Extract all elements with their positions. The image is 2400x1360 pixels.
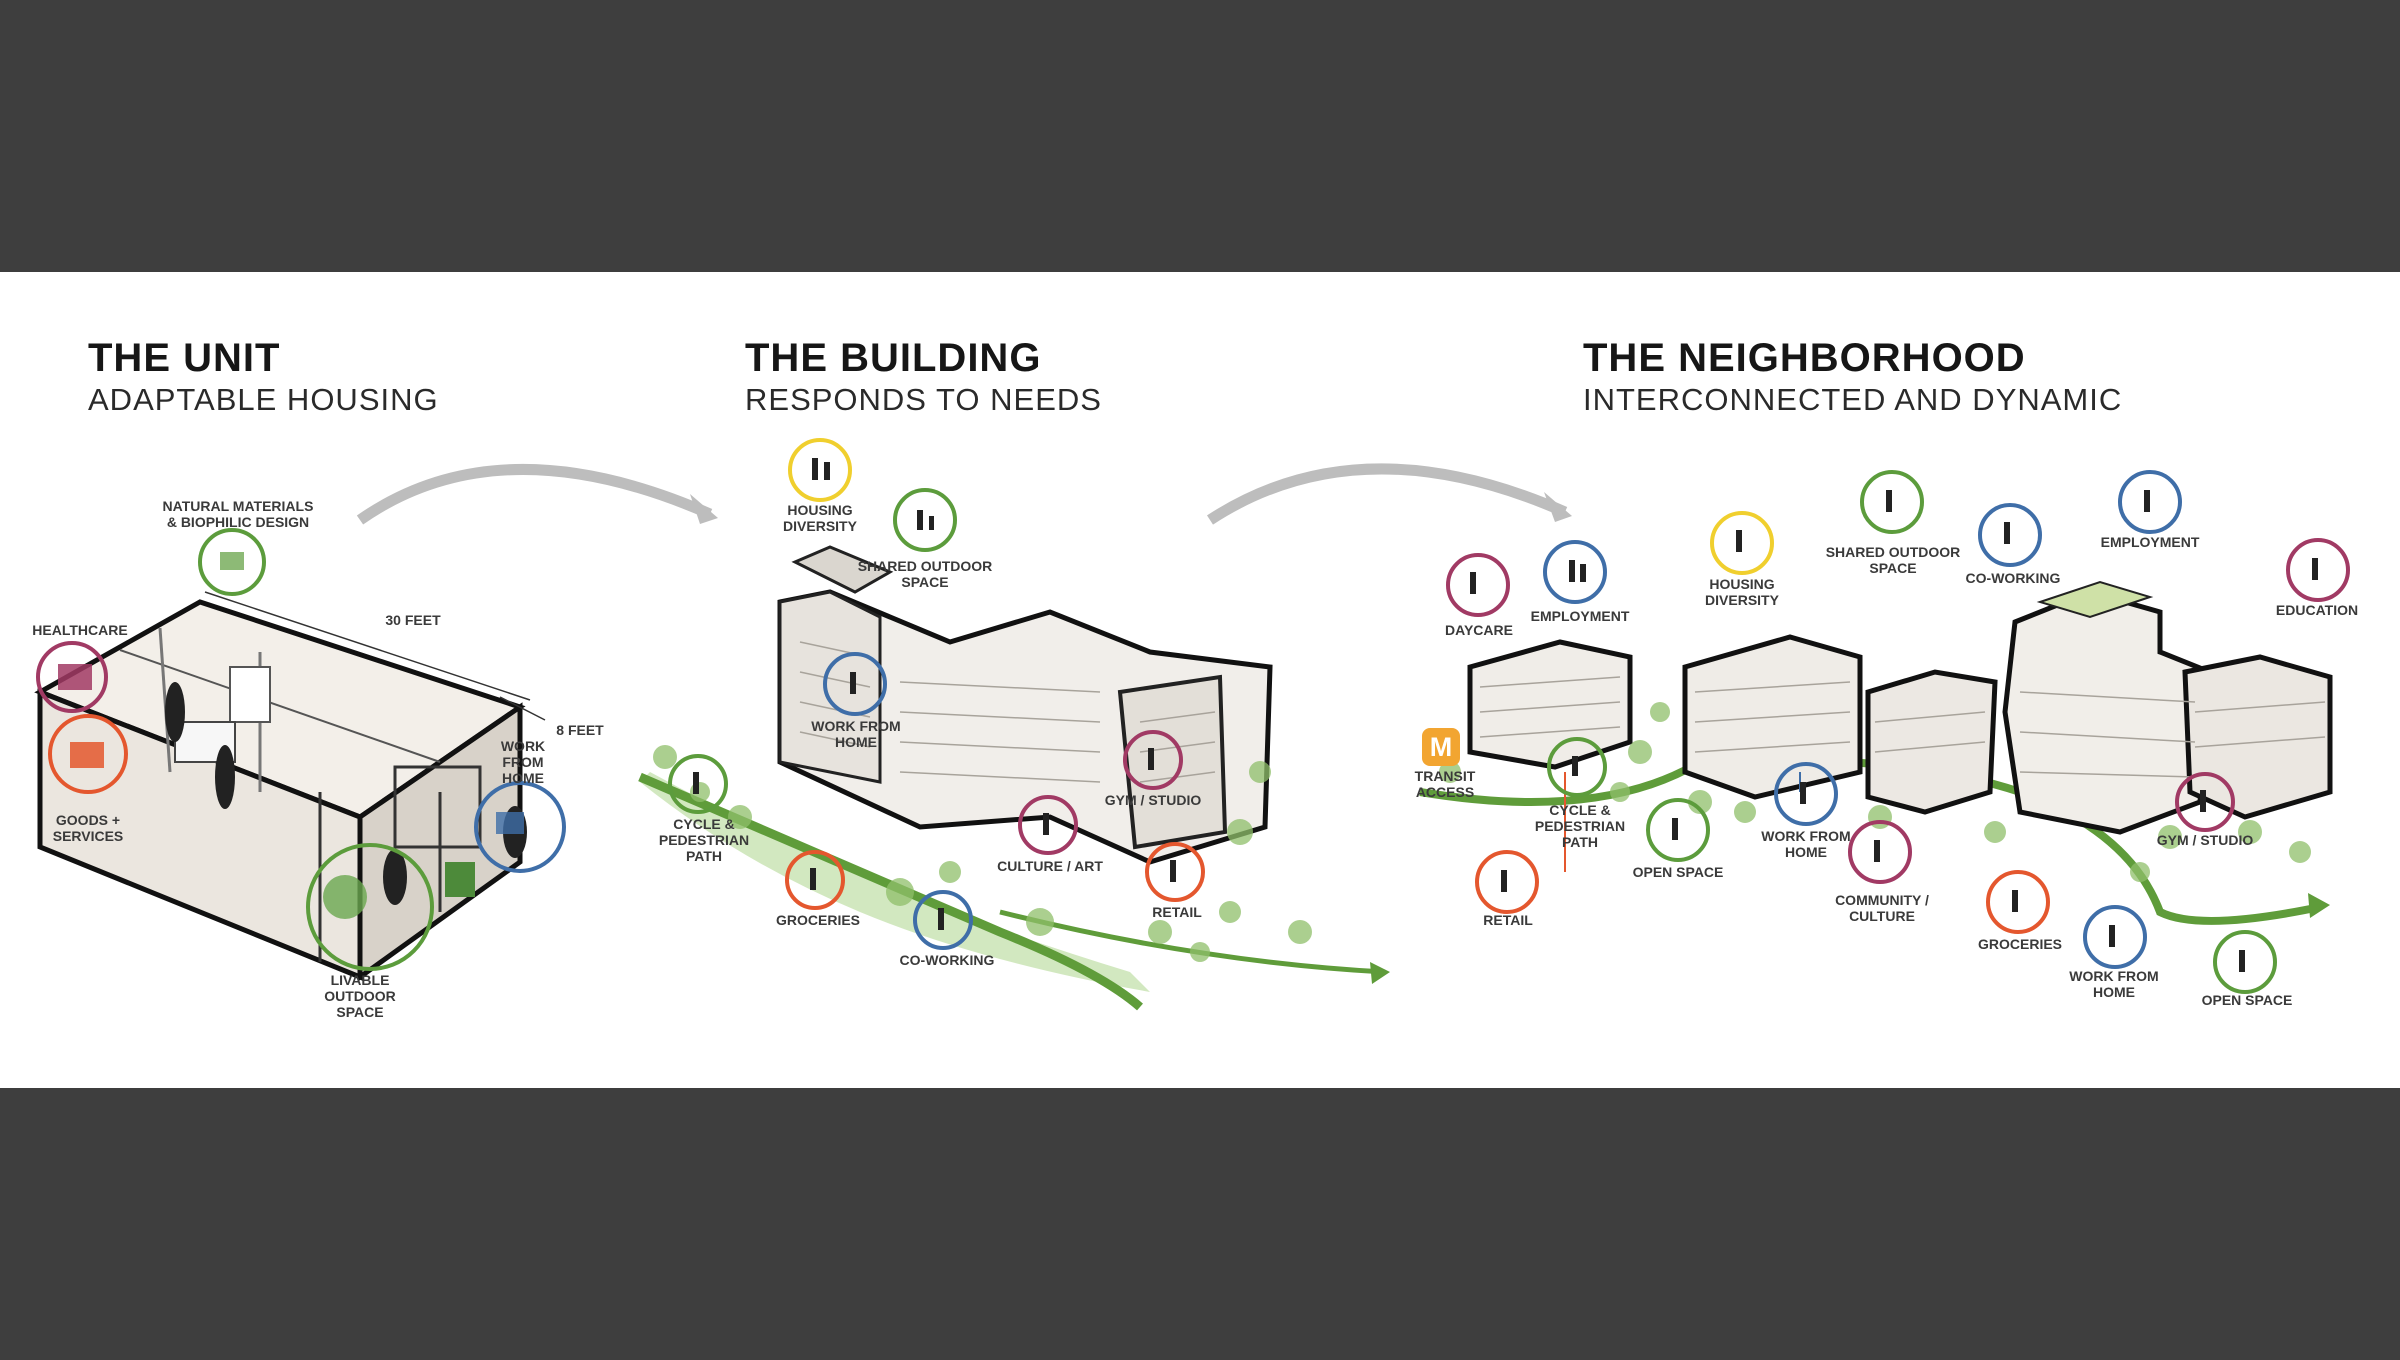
gym-studio-icon [2175, 772, 2235, 832]
label-healthcare: HEALTHCARE [32, 622, 128, 638]
housing-diversity-icon [1710, 511, 1774, 575]
label-co-working: CO-WORKING [1965, 570, 2061, 586]
neighborhood-icon-figures [1470, 490, 2318, 972]
work-from-home-icon [1774, 762, 1838, 826]
label-natural-materials: NATURAL MATERIALS & BIOPHILIC DESIGN [162, 498, 314, 530]
label-housing-diversity: HOUSING DIVERSITY [1705, 576, 1779, 608]
section-title: THE UNIT [88, 336, 281, 380]
label-work-from-home: WORK FROM HOME [500, 738, 546, 786]
diagram-artwork [34, 438, 2350, 1011]
work-from-home-icon [823, 652, 887, 716]
label-transit-access: TRANSIT ACCESS [1414, 768, 1476, 800]
unit-illustration [34, 591, 546, 982]
label-housing-diversity: HOUSING DIVERSITY [783, 502, 857, 534]
neighborhood-trees [1439, 702, 2311, 882]
section-subtitle: RESPONDS TO NEEDS [745, 382, 1102, 417]
building-icon-figures [693, 458, 1176, 930]
arrow-unit-to-building [356, 464, 713, 525]
label-retail: RETAIL [1483, 912, 1533, 928]
community-culture-icon [1848, 820, 1912, 884]
section-building-heading: THE BUILDING RESPONDS TO NEEDS [745, 336, 1102, 418]
co-working-icon [1978, 503, 2042, 567]
label-employment-2: EMPLOYMENT [2100, 534, 2200, 550]
label-gym-studio: GYM / STUDIO [1104, 792, 1202, 808]
daycare-icon [1446, 553, 1510, 617]
label-work-from-home: WORK FROM HOME [811, 718, 901, 750]
open-space-icon [1646, 798, 1710, 862]
groceries-icon [1986, 870, 2050, 934]
natural-materials-icon [198, 528, 266, 596]
label-cycle-path: CYCLE & PEDESTRIAN PATH [1534, 802, 1626, 850]
label-education: EDUCATION [2275, 602, 2359, 618]
label-shared-outdoor-space: SHARED OUTDOOR SPACE [857, 558, 993, 590]
building-illustration [638, 545, 1390, 1011]
section-subtitle: INTERCONNECTED AND DYNAMIC [1583, 382, 2123, 417]
education-icon [2286, 538, 2350, 602]
gym-studio-icon [1123, 730, 1183, 790]
neighborhood-illustration [1419, 580, 2333, 925]
employment-icon [1543, 540, 1607, 604]
open-space-icon-2 [2213, 930, 2277, 994]
section-subtitle: ADAPTABLE HOUSING [88, 382, 439, 417]
arrow-building-to-neighborhood [1206, 463, 1568, 525]
culture-art-icon [1018, 795, 1078, 855]
label-retail: RETAIL [1152, 904, 1202, 920]
cycle-path-icon [1547, 737, 1607, 797]
section-unit-heading: THE UNIT ADAPTABLE HOUSING [88, 336, 439, 418]
label-cycle-path: CYCLE & PEDESTRIAN PATH [658, 816, 750, 864]
shared-outdoor-space-icon [1860, 470, 1924, 534]
label-groceries: GROCERIES [1977, 936, 2063, 952]
label-open-space: OPEN SPACE [1632, 864, 1724, 880]
top-dark-band [0, 0, 2400, 272]
metro-icon: M [1422, 728, 1460, 766]
healthcare-icon [36, 641, 108, 713]
label-thirty-feet: 30 FEET [385, 612, 441, 628]
label-daycare: DAYCARE [1445, 622, 1513, 638]
label-work-from-home: WORK FROM HOME [1761, 828, 1851, 860]
unit-icon-circles [36, 528, 566, 971]
label-employment: EMPLOYMENT [1530, 608, 1630, 624]
neighborhood-icon-circles [1446, 470, 2350, 994]
groceries-icon [785, 850, 845, 910]
section-neighborhood-heading: THE NEIGHBORHOOD INTERCONNECTED AND DYNA… [1583, 336, 2122, 418]
label-work-from-home-2: WORK FROM HOME [2069, 968, 2159, 1000]
work-from-home-icon [474, 781, 566, 873]
label-gym-studio: GYM / STUDIO [2156, 832, 2254, 848]
label-community-culture: COMMUNITY / CULTURE [1835, 892, 1929, 924]
building-icon-circles [668, 438, 1205, 950]
label-goods-services: GOODS + SERVICES [52, 812, 124, 844]
employment-icon-2 [2118, 470, 2182, 534]
housing-diversity-icon [788, 438, 852, 502]
unit-icon-fills [58, 552, 524, 834]
livable-outdoor-space-icon [306, 843, 434, 971]
cycle-path-icon [668, 754, 728, 814]
label-livable-outdoor-space: LIVABLE OUTDOOR SPACE [324, 972, 396, 1020]
diagram-panel: THE UNIT ADAPTABLE HOUSING THE BUILDING … [0, 272, 2400, 1088]
label-co-working: CO-WORKING [899, 952, 995, 968]
label-shared-outdoor-space: SHARED OUTDOOR SPACE [1825, 544, 1961, 576]
building-trees [653, 745, 1312, 962]
co-working-icon [913, 890, 973, 950]
label-culture-art: CULTURE / ART [997, 858, 1103, 874]
label-open-space-2: OPEN SPACE [2201, 992, 2293, 1008]
retail-icon [1475, 850, 1539, 914]
label-eight-feet: 8 FEET [556, 722, 604, 738]
retail-icon [1145, 842, 1205, 902]
section-title: THE BUILDING [745, 336, 1042, 380]
section-title: THE NEIGHBORHOOD [1583, 336, 2026, 380]
bottom-dark-band [0, 1088, 2400, 1360]
label-groceries: GROCERIES [775, 912, 861, 928]
goods-services-icon [48, 714, 128, 794]
work-from-home-icon-2 [2083, 905, 2147, 969]
shared-outdoor-space-icon [893, 488, 957, 552]
